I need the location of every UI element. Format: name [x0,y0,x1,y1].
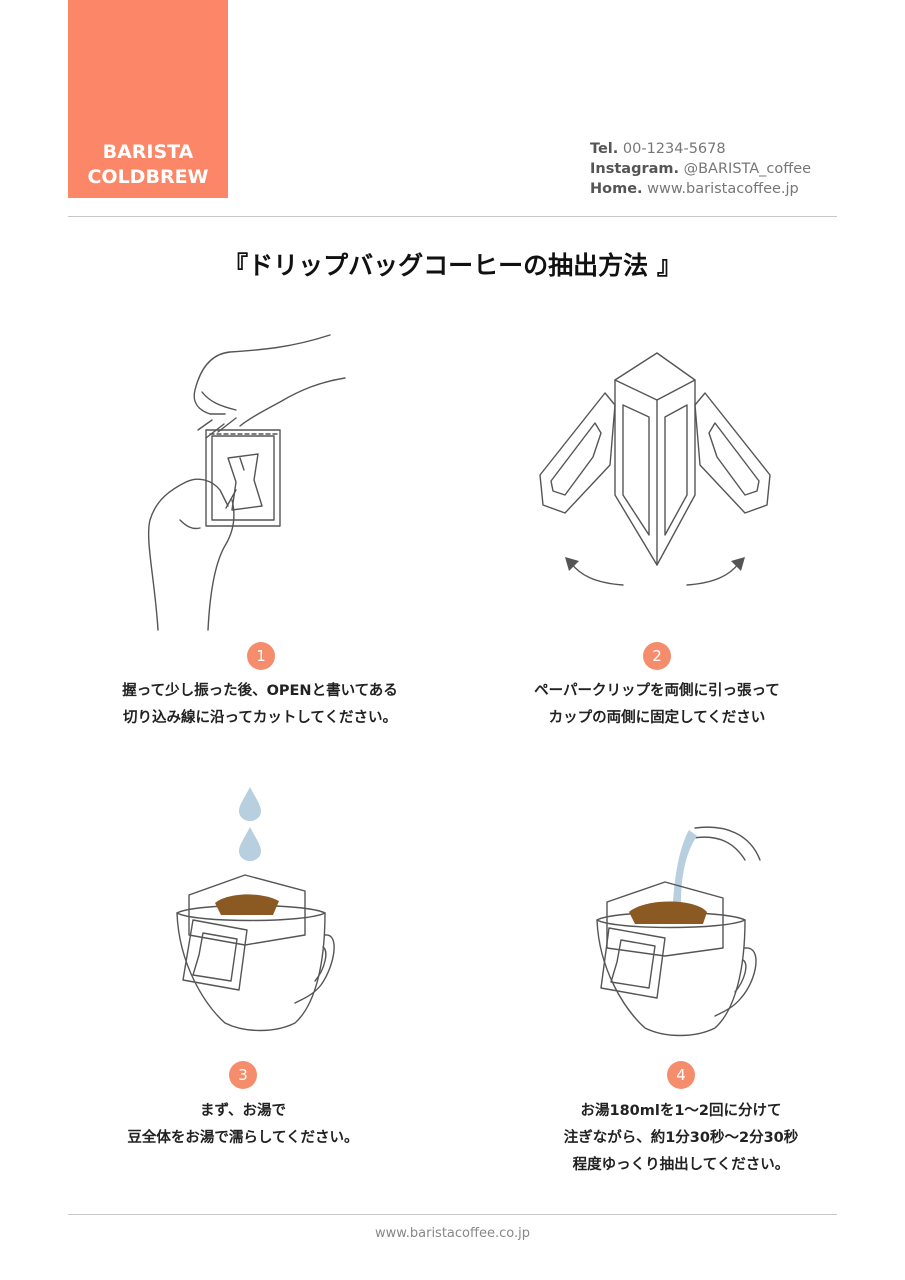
footer-divider [68,1214,837,1215]
step-4-caption: お湯180mlを1～2回に分けて 注ぎながら、約1分30秒～2分30秒 程度ゆっ… [481,1098,881,1179]
drip-bag-unfolded-icon [539,352,771,586]
home-label: Home. [590,181,643,197]
page-title: 『ドリップバッグコーヒーの抽出方法 』 [223,251,682,280]
step-2-line-2: カップの両側に固定してください [548,710,766,726]
step-4-line-3: 程度ゆっくり抽出してください。 [572,1157,790,1173]
contact-info: Tel. 00-1234-5678 Instagram. @BARISTA_co… [590,139,811,199]
step-4-line-1: お湯180mlを1～2回に分けて [580,1103,782,1119]
tel-label: Tel. [590,141,619,157]
step-3-line-2: 豆全体をお湯で濡らしてください。 [127,1130,359,1146]
step-2-number: 2 [643,642,671,670]
cup-with-water-drops-icon [176,787,335,1032]
step-2-caption: ペーパークリップを両側に引っ張って カップの両側に固定してください [457,678,857,732]
step-3-line-1: まず、お湯で [200,1103,286,1119]
brand-name: BARISTA COLDBREW [68,140,228,190]
brand-line-1: BARISTA [102,141,194,163]
contact-instagram: Instagram. @BARISTA_coffee [590,159,811,179]
footer-url[interactable]: www.baristacoffee.co.jp [375,1226,530,1241]
brand-logo-block: BARISTA COLDBREW [68,0,228,198]
header-divider [68,216,837,217]
step-1-number: 1 [247,642,275,670]
hands-cutting-bag-icon [147,334,346,631]
contact-home: Home. www.baristacoffee.jp [590,179,811,199]
cup-with-pouring-water-icon [596,826,761,1037]
brand-line-2: COLDBREW [87,166,209,188]
instagram-label: Instagram. [590,161,679,177]
step-2-line-1: ペーパークリップを両側に引っ張って [534,683,780,699]
instagram-value[interactable]: @BARISTA_coffee [683,161,812,177]
step-4-line-2: 注ぎながら、約1分30秒～2分30秒 [563,1130,799,1146]
contact-tel: Tel. 00-1234-5678 [590,139,811,159]
tel-value: 00-1234-5678 [622,141,726,157]
step-3-number: 3 [229,1061,257,1089]
home-value[interactable]: www.baristacoffee.jp [647,181,799,197]
step-1-caption: 握って少し振った後、OPENと書いてある 切り込み線に沿ってカットしてください。 [60,678,460,732]
step-4-number: 4 [667,1061,695,1089]
step-1-line-1: 握って少し振った後、OPENと書いてある [122,683,398,699]
step-1-line-2: 切り込み線に沿ってカットしてください。 [123,710,397,726]
step-3-caption: まず、お湯で 豆全体をお湯で濡らしてください。 [43,1098,443,1152]
